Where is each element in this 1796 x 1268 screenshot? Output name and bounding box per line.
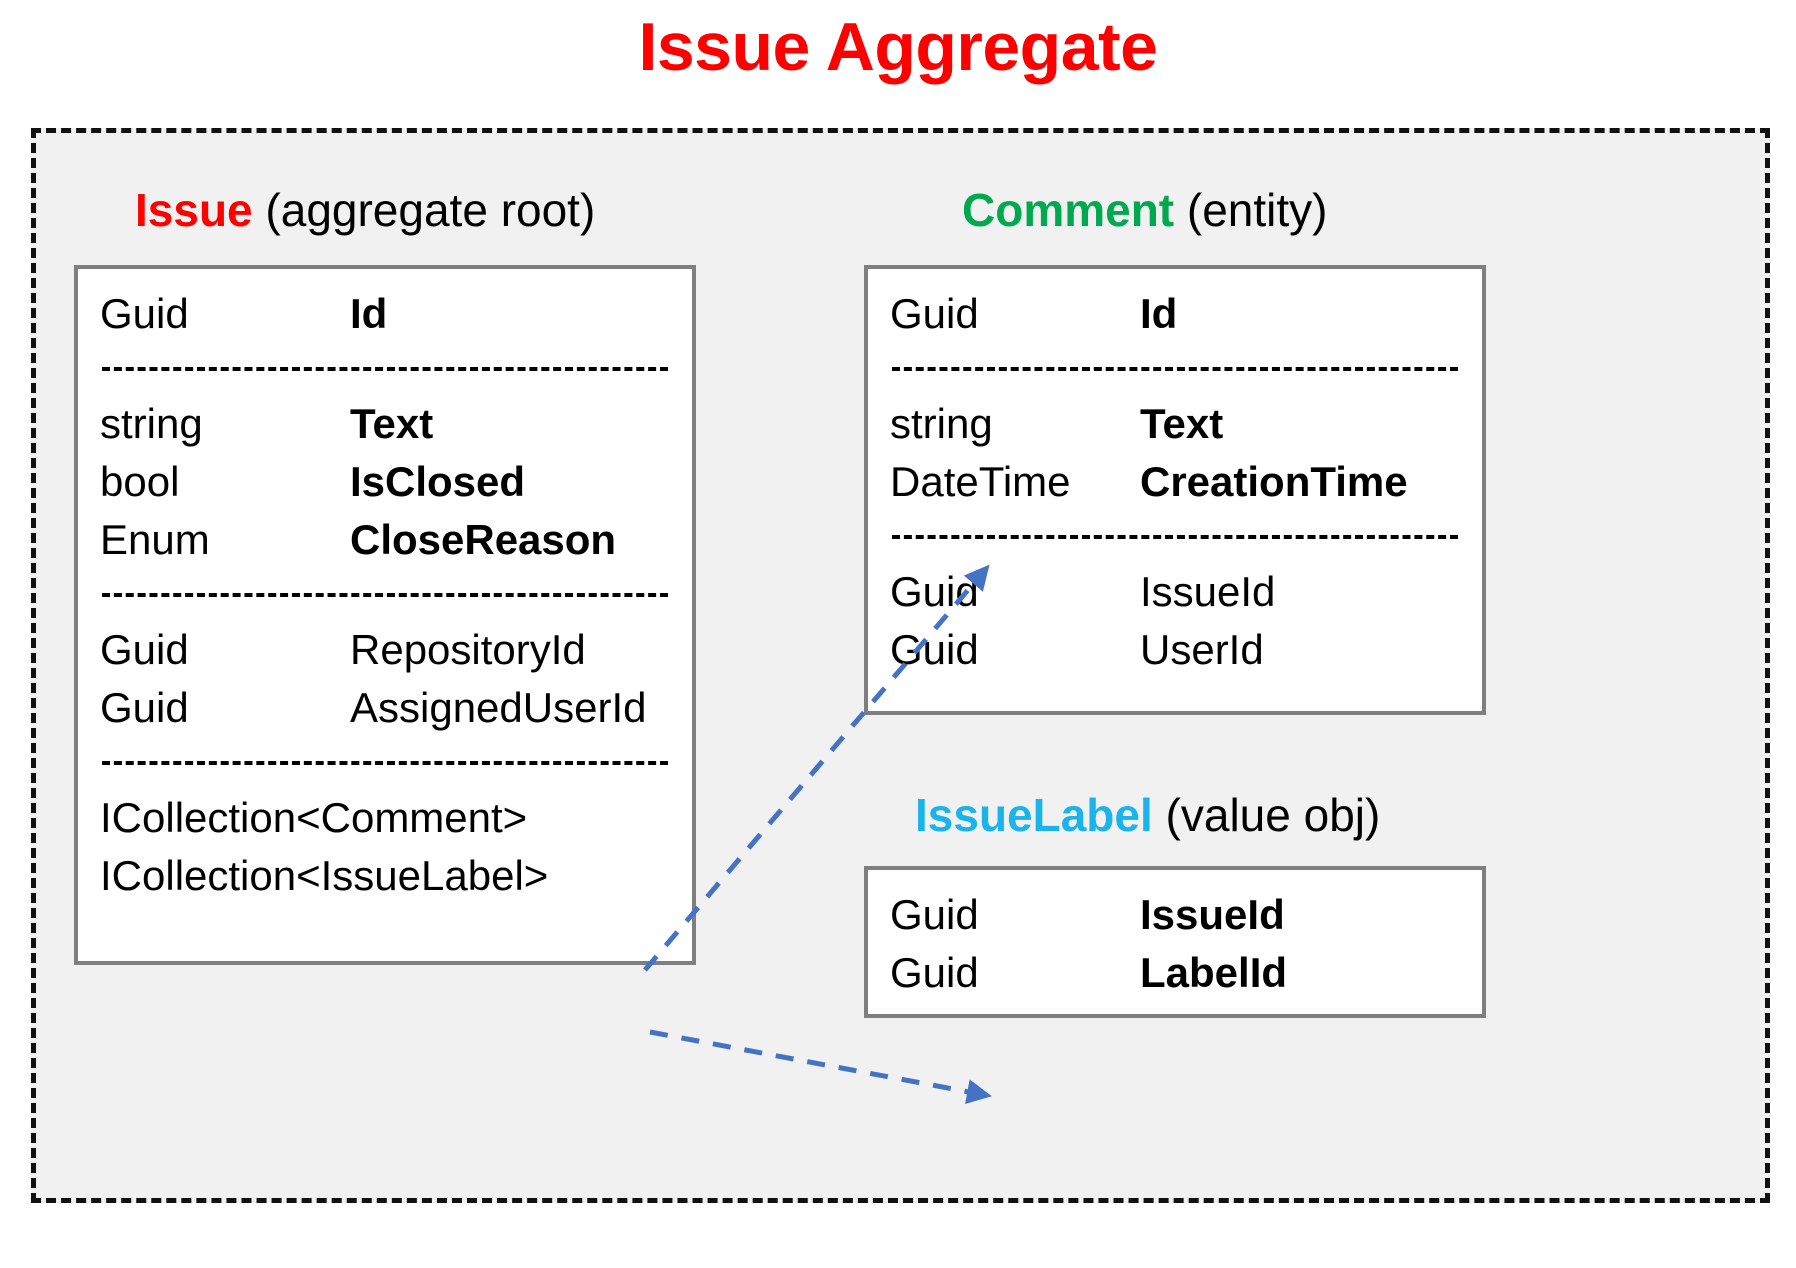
entity-name-issue: Issue [135,184,253,236]
class-box-issuelabel: Guid IssueId Guid LabelId [864,866,1486,1018]
heading-issue: Issue (aggregate root) [135,185,595,236]
member-name: IsClosed [350,458,526,505]
member-row: Enum CloseReason [100,511,670,569]
member-row: string Text [890,395,1460,453]
section-divider [102,593,668,597]
member-type: ICollection<IssueLabel> [100,852,549,899]
section-divider [102,761,668,765]
member-type: Guid [890,626,979,673]
member-name: Text [350,400,434,447]
class-box-issue: Guid Id string Text bool IsClosed Enum C… [74,265,696,965]
member-type: Guid [890,568,979,615]
member-name: CreationTime [1140,458,1408,505]
member-type: Guid [100,290,189,337]
member-type: ICollection<Comment> [100,794,528,841]
member-row: Guid IssueId [890,886,1460,944]
entity-kind-issuelabel: (value obj) [1152,789,1381,841]
member-row: Guid AssignedUserId [100,679,670,737]
member-type: string [100,400,203,447]
member-type: Guid [890,949,979,996]
member-type: Guid [890,891,979,938]
member-row: Guid UserId [890,621,1460,679]
member-name: LabelId [1140,949,1288,996]
member-name: IssueId [1140,891,1285,938]
member-type: Guid [100,626,189,673]
member-type: bool [100,458,180,505]
page-title: Issue Aggregate [638,9,1158,85]
member-name: AssignedUserId [350,684,647,731]
member-type: DateTime [890,458,1071,505]
member-type: string [890,400,993,447]
member-row: Guid LabelId [890,944,1460,1002]
member-type: Enum [100,516,210,563]
member-name: RepositoryId [350,626,586,673]
member-row: ICollection<Comment> [100,789,670,847]
section-divider [102,367,668,371]
member-name: UserId [1140,626,1264,673]
member-row: Guid Id [890,285,1460,343]
member-name: CloseReason [350,516,617,563]
member-row: ICollection<IssueLabel> [100,847,670,905]
entity-kind-comment: (entity) [1174,184,1328,236]
section-divider [892,367,1458,371]
member-name: Id [1140,290,1178,337]
member-name: Id [350,290,388,337]
member-name: IssueId [1140,568,1276,615]
heading-issuelabel: IssueLabel (value obj) [915,790,1380,841]
member-row: bool IsClosed [100,453,670,511]
member-name: Text [1140,400,1224,447]
entity-name-issuelabel: IssueLabel [915,789,1153,841]
member-row: Guid Id [100,285,670,343]
member-type: Guid [890,290,979,337]
section-divider [892,535,1458,539]
entity-name-comment: Comment [962,184,1175,236]
member-row: Guid IssueId [890,563,1460,621]
member-type: Guid [100,684,189,731]
member-row: DateTime CreationTime [890,453,1460,511]
class-box-comment: Guid Id string Text DateTime CreationTim… [864,265,1486,715]
heading-comment: Comment (entity) [962,185,1328,236]
member-row: string Text [100,395,670,453]
entity-kind-issue: (aggregate root) [252,184,596,236]
member-row: Guid RepositoryId [100,621,670,679]
